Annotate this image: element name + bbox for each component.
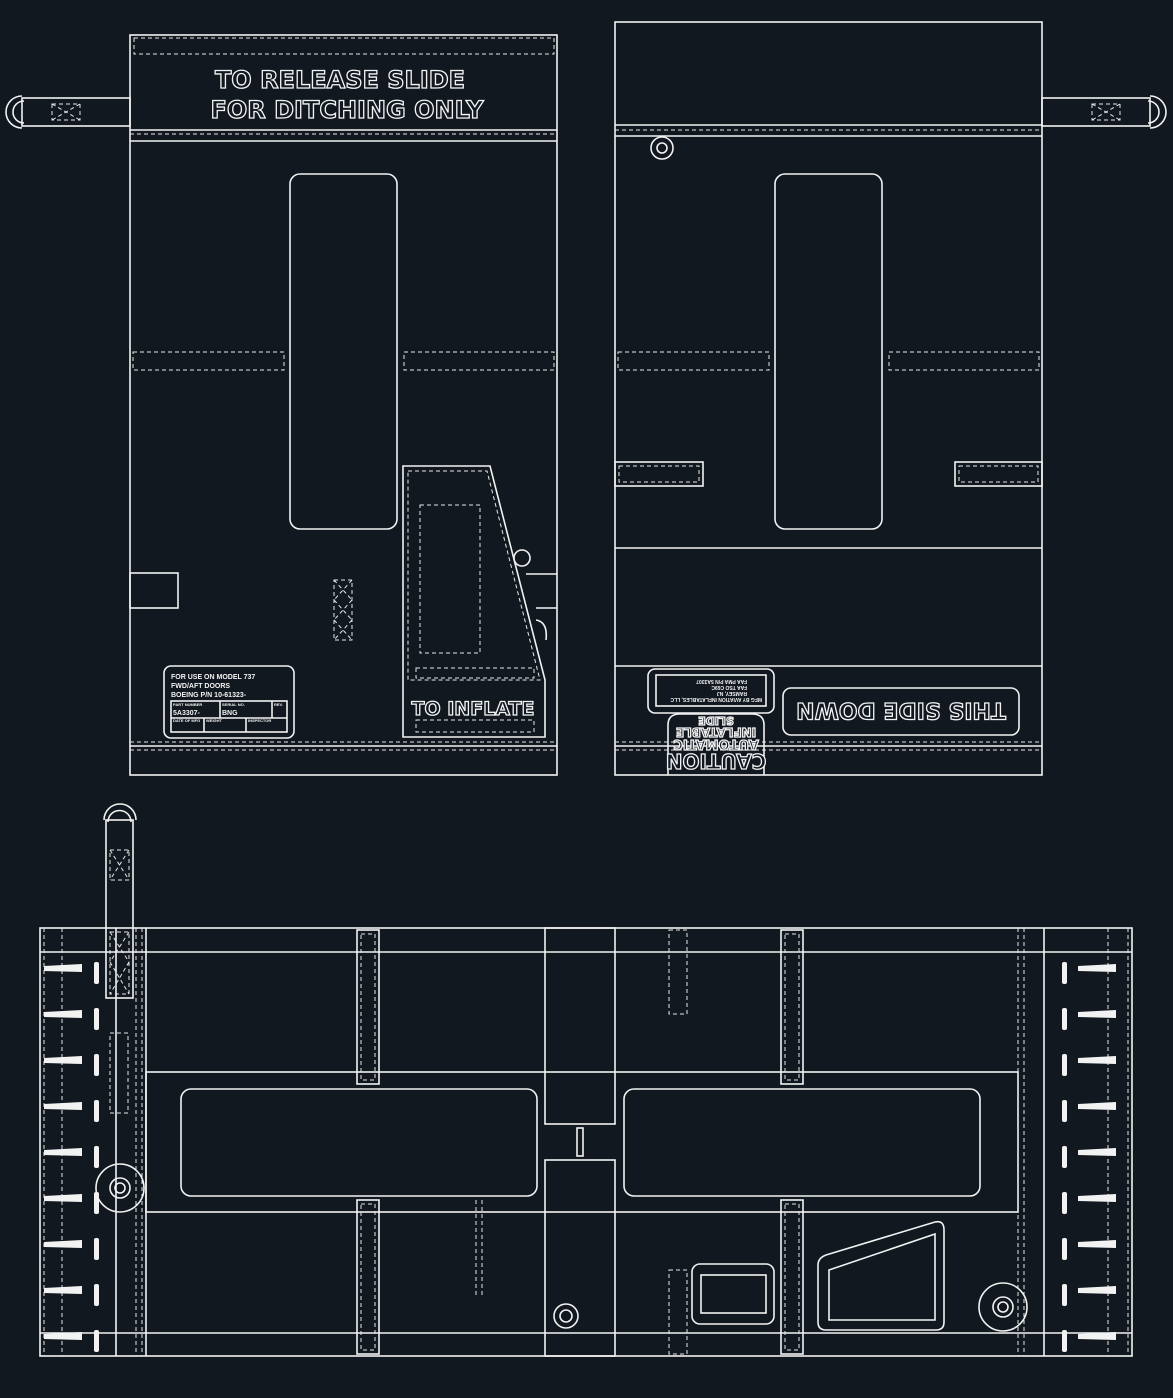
grip-strap bbox=[44, 1010, 82, 1018]
grip-strap bbox=[94, 1192, 99, 1214]
grip-strap bbox=[1062, 962, 1067, 984]
grip-strap bbox=[1062, 1146, 1067, 1168]
grip-strap bbox=[44, 964, 82, 972]
grip-strap bbox=[1062, 1192, 1067, 1214]
grip-strap bbox=[44, 1102, 82, 1110]
svg-text:FAA TSO C69C: FAA TSO C69C bbox=[711, 684, 747, 690]
grip-strap bbox=[44, 1286, 82, 1294]
left-handle[interactable] bbox=[5, 95, 131, 129]
girt-bar-left[interactable] bbox=[95, 1163, 145, 1213]
grip-strap bbox=[1062, 1054, 1067, 1076]
this-side-down-label: THIS SIDE DOWN bbox=[782, 687, 1020, 736]
grip-strap bbox=[94, 1284, 99, 1306]
svg-text:CAUTION: CAUTION bbox=[666, 749, 767, 773]
grip-strap bbox=[44, 1148, 82, 1156]
grip-strap bbox=[1062, 1238, 1067, 1260]
grip-strap bbox=[44, 1332, 82, 1340]
svg-text:WEIGHT: WEIGHT bbox=[206, 718, 223, 723]
svg-text:MFG BY AVIATION INFLATABLES,: MFG BY AVIATION INFLATABLES, LLC bbox=[670, 696, 762, 702]
svg-text:BOEING P/N 10-61323-: BOEING P/N 10-61323- bbox=[171, 692, 247, 699]
grip-strap bbox=[94, 1008, 99, 1030]
right-handle[interactable] bbox=[1041, 95, 1167, 129]
grip-strap bbox=[44, 1056, 82, 1064]
svg-text:PART NUMBER: PART NUMBER bbox=[173, 702, 202, 707]
svg-text:5A3307-: 5A3307- bbox=[173, 710, 201, 717]
inflate-handle[interactable]: TO INFLATE bbox=[402, 465, 557, 738]
grip-strap bbox=[1078, 1332, 1116, 1340]
grip-strap bbox=[1078, 1148, 1116, 1156]
grip-strap bbox=[94, 1100, 99, 1122]
girt-bar-right[interactable] bbox=[978, 1282, 1028, 1332]
slide-plan-view bbox=[39, 803, 1133, 1357]
grip-strap bbox=[44, 1240, 82, 1248]
svg-text:FOR USE ON MODEL 737: FOR USE ON MODEL 737 bbox=[171, 674, 255, 681]
svg-text:AUTOMATIC: AUTOMATIC bbox=[673, 736, 758, 751]
grip-strap bbox=[1078, 1010, 1116, 1018]
grip-strap bbox=[94, 1238, 99, 1260]
inflate-handle-plan[interactable] bbox=[691, 1220, 945, 1331]
back-panel: THIS SIDE DOWN MFG BY AVIATION INFLATABL… bbox=[614, 21, 1167, 776]
grip-strap bbox=[1078, 1240, 1116, 1248]
svg-text:FWD/AFT DOORS: FWD/AFT DOORS bbox=[171, 683, 230, 690]
grip-strap bbox=[94, 962, 99, 984]
svg-text:SERIAL NO.: SERIAL NO. bbox=[222, 702, 245, 707]
right-escape-ladder bbox=[1062, 962, 1116, 1352]
grip-strap bbox=[1062, 1284, 1067, 1306]
release-slide-text: TO RELEASE SLIDE bbox=[215, 66, 465, 94]
grip-strap bbox=[1078, 1194, 1116, 1202]
svg-text:RAMSEY, NJ: RAMSEY, NJ bbox=[717, 690, 747, 696]
svg-text:REV.: REV. bbox=[274, 702, 283, 707]
grip-strap bbox=[1062, 1100, 1067, 1122]
grip-strap bbox=[1078, 964, 1116, 972]
model-placard: FOR USE ON MODEL 737 FWD/AFT DOORS BOEIN… bbox=[163, 665, 295, 739]
ditching-only-text: FOR DITCHING ONLY bbox=[210, 96, 484, 124]
svg-text:THIS SIDE DOWN: THIS SIDE DOWN bbox=[796, 697, 1006, 722]
svg-text:BNG: BNG bbox=[222, 710, 238, 717]
svg-text:SLIDE: SLIDE bbox=[698, 714, 734, 727]
svg-text:INFLATABLE: INFLATABLE bbox=[676, 725, 756, 739]
grip-strap bbox=[1078, 1056, 1116, 1064]
grip-strap bbox=[1062, 1008, 1067, 1030]
to-inflate-text: TO INFLATE bbox=[412, 698, 535, 720]
manufacturer-plate: MFG BY AVIATION INFLATABLES, LLC RAMSEY,… bbox=[647, 668, 775, 714]
grip-strap bbox=[94, 1330, 99, 1352]
grip-strap bbox=[44, 1194, 82, 1202]
grip-strap bbox=[1062, 1330, 1067, 1352]
front-panel: TO RELEASE SLIDE FOR DITCHING ONLY TO I bbox=[5, 34, 558, 776]
svg-text:FAA PMA P/N 5A3307: FAA PMA P/N 5A3307 bbox=[696, 678, 747, 684]
svg-text:INSPECTOR: INSPECTOR bbox=[248, 718, 271, 723]
grip-strap bbox=[94, 1054, 99, 1076]
grip-strap bbox=[94, 1146, 99, 1168]
grip-strap bbox=[1078, 1286, 1116, 1294]
bottom-handle[interactable] bbox=[103, 803, 137, 999]
caution-label: CAUTION AUTOMATIC INFLATABLE SLIDE bbox=[665, 713, 767, 775]
left-escape-ladder bbox=[44, 962, 99, 1352]
svg-text:DATE OF MFG: DATE OF MFG bbox=[173, 718, 200, 723]
grip-strap bbox=[1078, 1102, 1116, 1110]
